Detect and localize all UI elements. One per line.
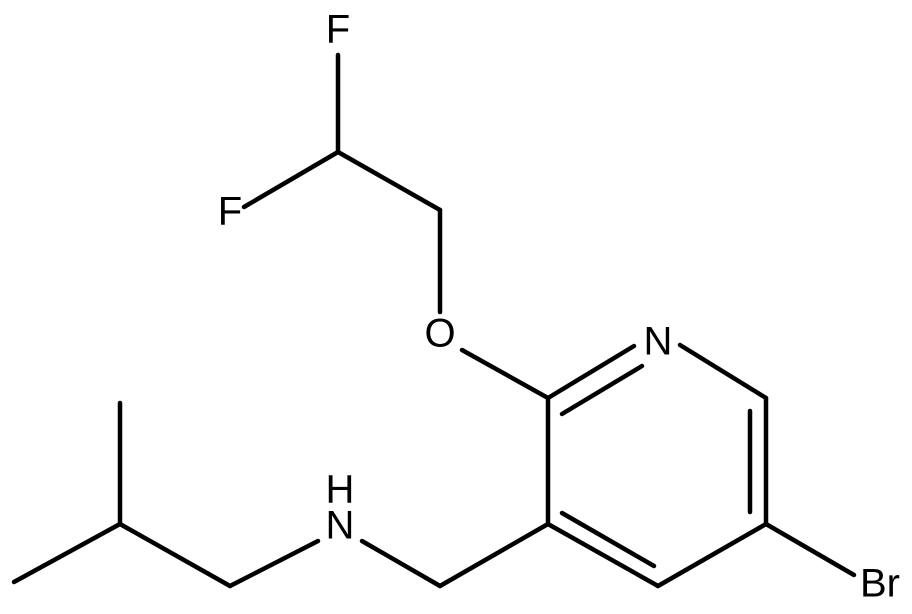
- bond-c2-n-double: [559, 363, 645, 417]
- bond-c5-c4: [655, 521, 769, 589]
- bond-c5-br: [763, 521, 857, 578]
- bond-c3-ch2: [437, 521, 551, 589]
- bond-ch2-nh: [359, 538, 443, 589]
- atom-label-amine-hydrogen: H: [326, 468, 355, 512]
- bond-cf2-ch2: [335, 149, 443, 213]
- atom-label-pyridine-nitrogen: N: [644, 320, 673, 364]
- bond-o-c2: [459, 347, 551, 401]
- atom-label-oxygen: O: [424, 312, 455, 356]
- bond-nh-ch2: [227, 538, 321, 589]
- bond-ch-methyl-left: [11, 521, 123, 585]
- bond-c4-c3: [545, 521, 661, 589]
- atom-label-fluorine-top: F: [326, 8, 350, 52]
- bond-c4-c3-double: [559, 510, 657, 569]
- atom-label-bromine: Br: [860, 562, 900, 606]
- bond-c2-n: [545, 343, 637, 401]
- bond-ch2-ch: [117, 521, 233, 589]
- atom-label-fluorine-left: F: [218, 190, 242, 234]
- bond-f2-c: [241, 149, 341, 210]
- bond-n-c6: [677, 342, 769, 401]
- atom-label-amine-nitrogen: N: [326, 504, 355, 548]
